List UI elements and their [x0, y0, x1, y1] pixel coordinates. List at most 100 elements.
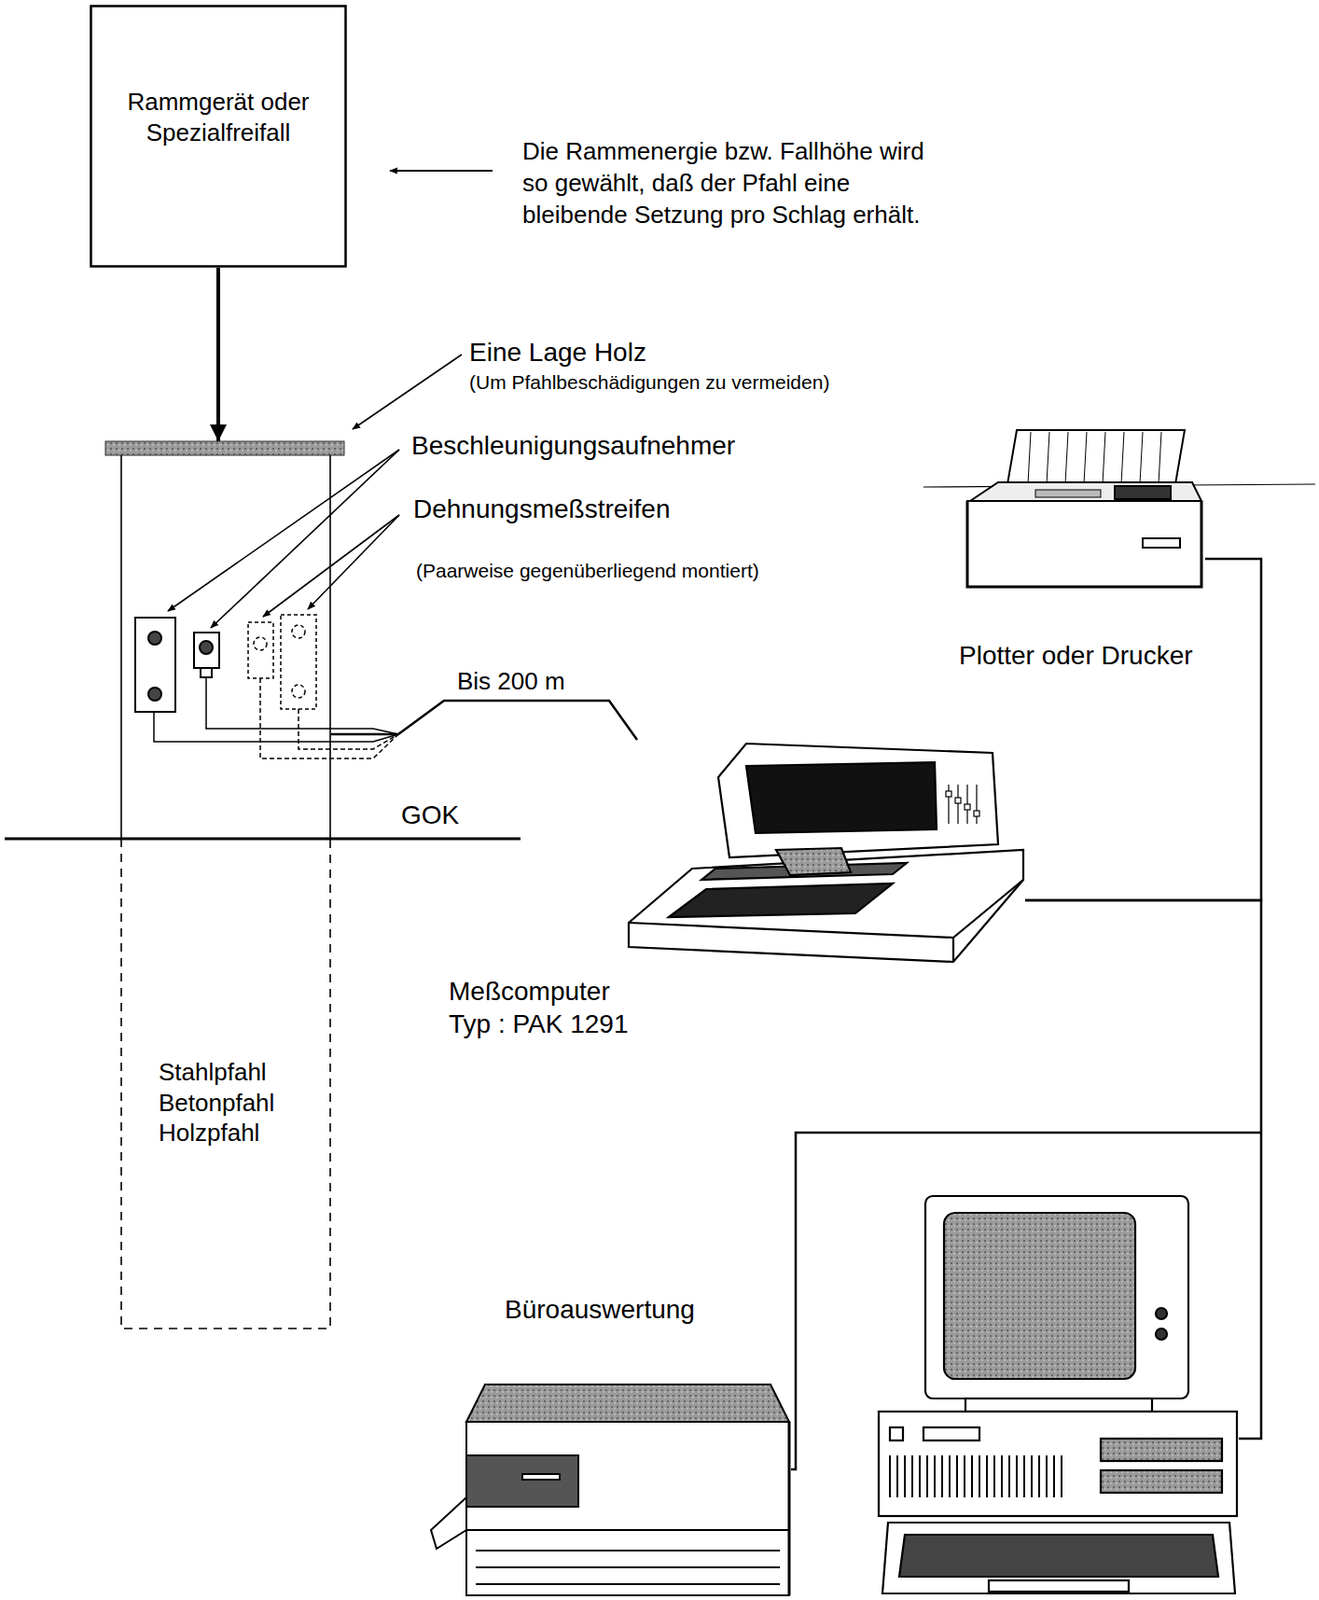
- slider-control: [964, 804, 971, 810]
- office-computer: Büroauswertung: [876, 1194, 1239, 1597]
- note-text: (Paarweise gegenüberliegend montiert): [416, 557, 760, 584]
- note-arrow: [389, 169, 493, 172]
- laser-printer: [522, 1473, 560, 1480]
- office-computer: [933, 1455, 936, 1498]
- slider-control: [957, 784, 959, 824]
- office-computer: [965, 1398, 1153, 1412]
- node-label: Stahlpfahl Betonpfahl Holzpfahl: [158, 1056, 308, 1149]
- laser-printer: [430, 1497, 467, 1549]
- pile-outline: [105, 441, 345, 1329]
- office-computer: [956, 1455, 959, 1498]
- accelerometer: [148, 631, 162, 645]
- leader-line: [167, 449, 400, 611]
- slider-control: [955, 797, 961, 804]
- dot-matrix-printer: [1007, 430, 1185, 485]
- node-outline: [120, 441, 332, 1330]
- office-computer: [1023, 1455, 1026, 1498]
- node-outline: [876, 1194, 1239, 1597]
- laser-printer: [475, 1566, 780, 1569]
- office-computer: [978, 1455, 981, 1498]
- office-computer: [1030, 1455, 1033, 1498]
- leader-line: [263, 514, 400, 617]
- laser-printer: [430, 1132, 1262, 1596]
- strain-gauge: [280, 614, 317, 709]
- accelerometer: [194, 632, 220, 668]
- office-computer: [896, 1455, 899, 1498]
- node-label: Büroauswertung: [504, 1292, 1239, 1326]
- slider-control: [945, 784, 980, 824]
- office-computer: [944, 1212, 1136, 1379]
- office-computer: [926, 1455, 929, 1498]
- sensor-wire: [298, 708, 399, 750]
- node-label: Plotter oder Drucker: [958, 638, 1206, 672]
- dot-matrix-printer: [967, 500, 1202, 587]
- accelerometer: [199, 640, 213, 654]
- part-label: Eine Lage Holz: [469, 335, 647, 370]
- dot-matrix-printer: [1139, 431, 1143, 485]
- dot-matrix-printer: [1158, 431, 1162, 485]
- pile-shape: Stahlpfahl Betonpfahl Holzpfahl: [120, 441, 332, 1330]
- office-computer: [911, 1455, 914, 1498]
- office-computer: [889, 1427, 903, 1441]
- office-computer: [1060, 1455, 1063, 1498]
- ram-box: Rammgerät oder Spezialfreifall: [89, 4, 348, 268]
- measuring-computer: [746, 762, 937, 834]
- strain-gauge: [248, 622, 274, 679]
- strain-gauge: [291, 624, 306, 639]
- dot-matrix-printer: [1065, 431, 1069, 485]
- office-computer: [1015, 1455, 1018, 1498]
- dot-matrix-printer: [970, 482, 1202, 501]
- office-computer: [1100, 1470, 1222, 1493]
- slider-control: [945, 791, 952, 797]
- pile-outline: [121, 455, 331, 839]
- edge-label: Bis 200 m: [455, 666, 568, 698]
- laser-printer: [466, 1455, 579, 1507]
- leader-line: [352, 354, 462, 430]
- office-computer: [1155, 1328, 1167, 1340]
- ground-label: GOK: [401, 798, 459, 833]
- sensor-wire: [206, 677, 399, 735]
- part-label: Beschleunigungsaufnehmer: [411, 429, 736, 463]
- laser-printer: [788, 1421, 792, 1596]
- laser-printer: [466, 1421, 790, 1596]
- office-computer: [971, 1455, 973, 1498]
- part-label: Dehnungsmeßstreifen: [413, 492, 670, 527]
- leader-line: [210, 449, 400, 628]
- pile-outline: [105, 441, 345, 456]
- connector-line: [331, 700, 638, 740]
- box-outline: [91, 6, 347, 267]
- dot-matrix-printer: [1114, 485, 1171, 500]
- office-computer: [878, 1195, 1237, 1594]
- slider-control: [947, 784, 949, 824]
- office-computer: [941, 1455, 944, 1498]
- leader-line: [307, 514, 400, 610]
- laser-printer: [466, 1528, 790, 1531]
- slider-control: [973, 810, 980, 817]
- node-label: Rammgerät oder Spezialfreifall: [100, 86, 336, 148]
- measuring-computer: [628, 879, 1024, 962]
- accelerometer: [200, 667, 212, 678]
- measuring-computer: [668, 883, 893, 917]
- office-computer: [923, 1427, 980, 1441]
- office-computer: [1045, 1455, 1048, 1498]
- dot-matrix-printer: [1083, 431, 1087, 485]
- office-computer: [903, 1455, 906, 1498]
- dot-matrix-printer: [1142, 538, 1181, 548]
- ground-line: [4, 837, 521, 841]
- accelerometer: [135, 617, 176, 712]
- node-outline: [951, 428, 1206, 667]
- note-text: (Um Pfahlbeschädigungen zu vermeiden): [469, 369, 830, 395]
- office-computer: [899, 1534, 1219, 1577]
- dot-matrix-printer: [1035, 489, 1101, 498]
- accelerometer: [148, 687, 162, 701]
- computer-device: Meßcomputer Typ : PAK 1291: [626, 739, 1026, 1011]
- note-text: Die Rammenergie bzw. Fallhöhe wird so ge…: [522, 136, 947, 231]
- office-computer: [888, 1455, 891, 1498]
- node-outline: [626, 739, 1026, 1011]
- sensor-wire: [153, 711, 399, 742]
- dot-matrix-printer: [967, 430, 1202, 587]
- strain-gauge: [253, 637, 267, 651]
- connector-line: [216, 267, 221, 442]
- office-computer: [988, 1580, 1129, 1592]
